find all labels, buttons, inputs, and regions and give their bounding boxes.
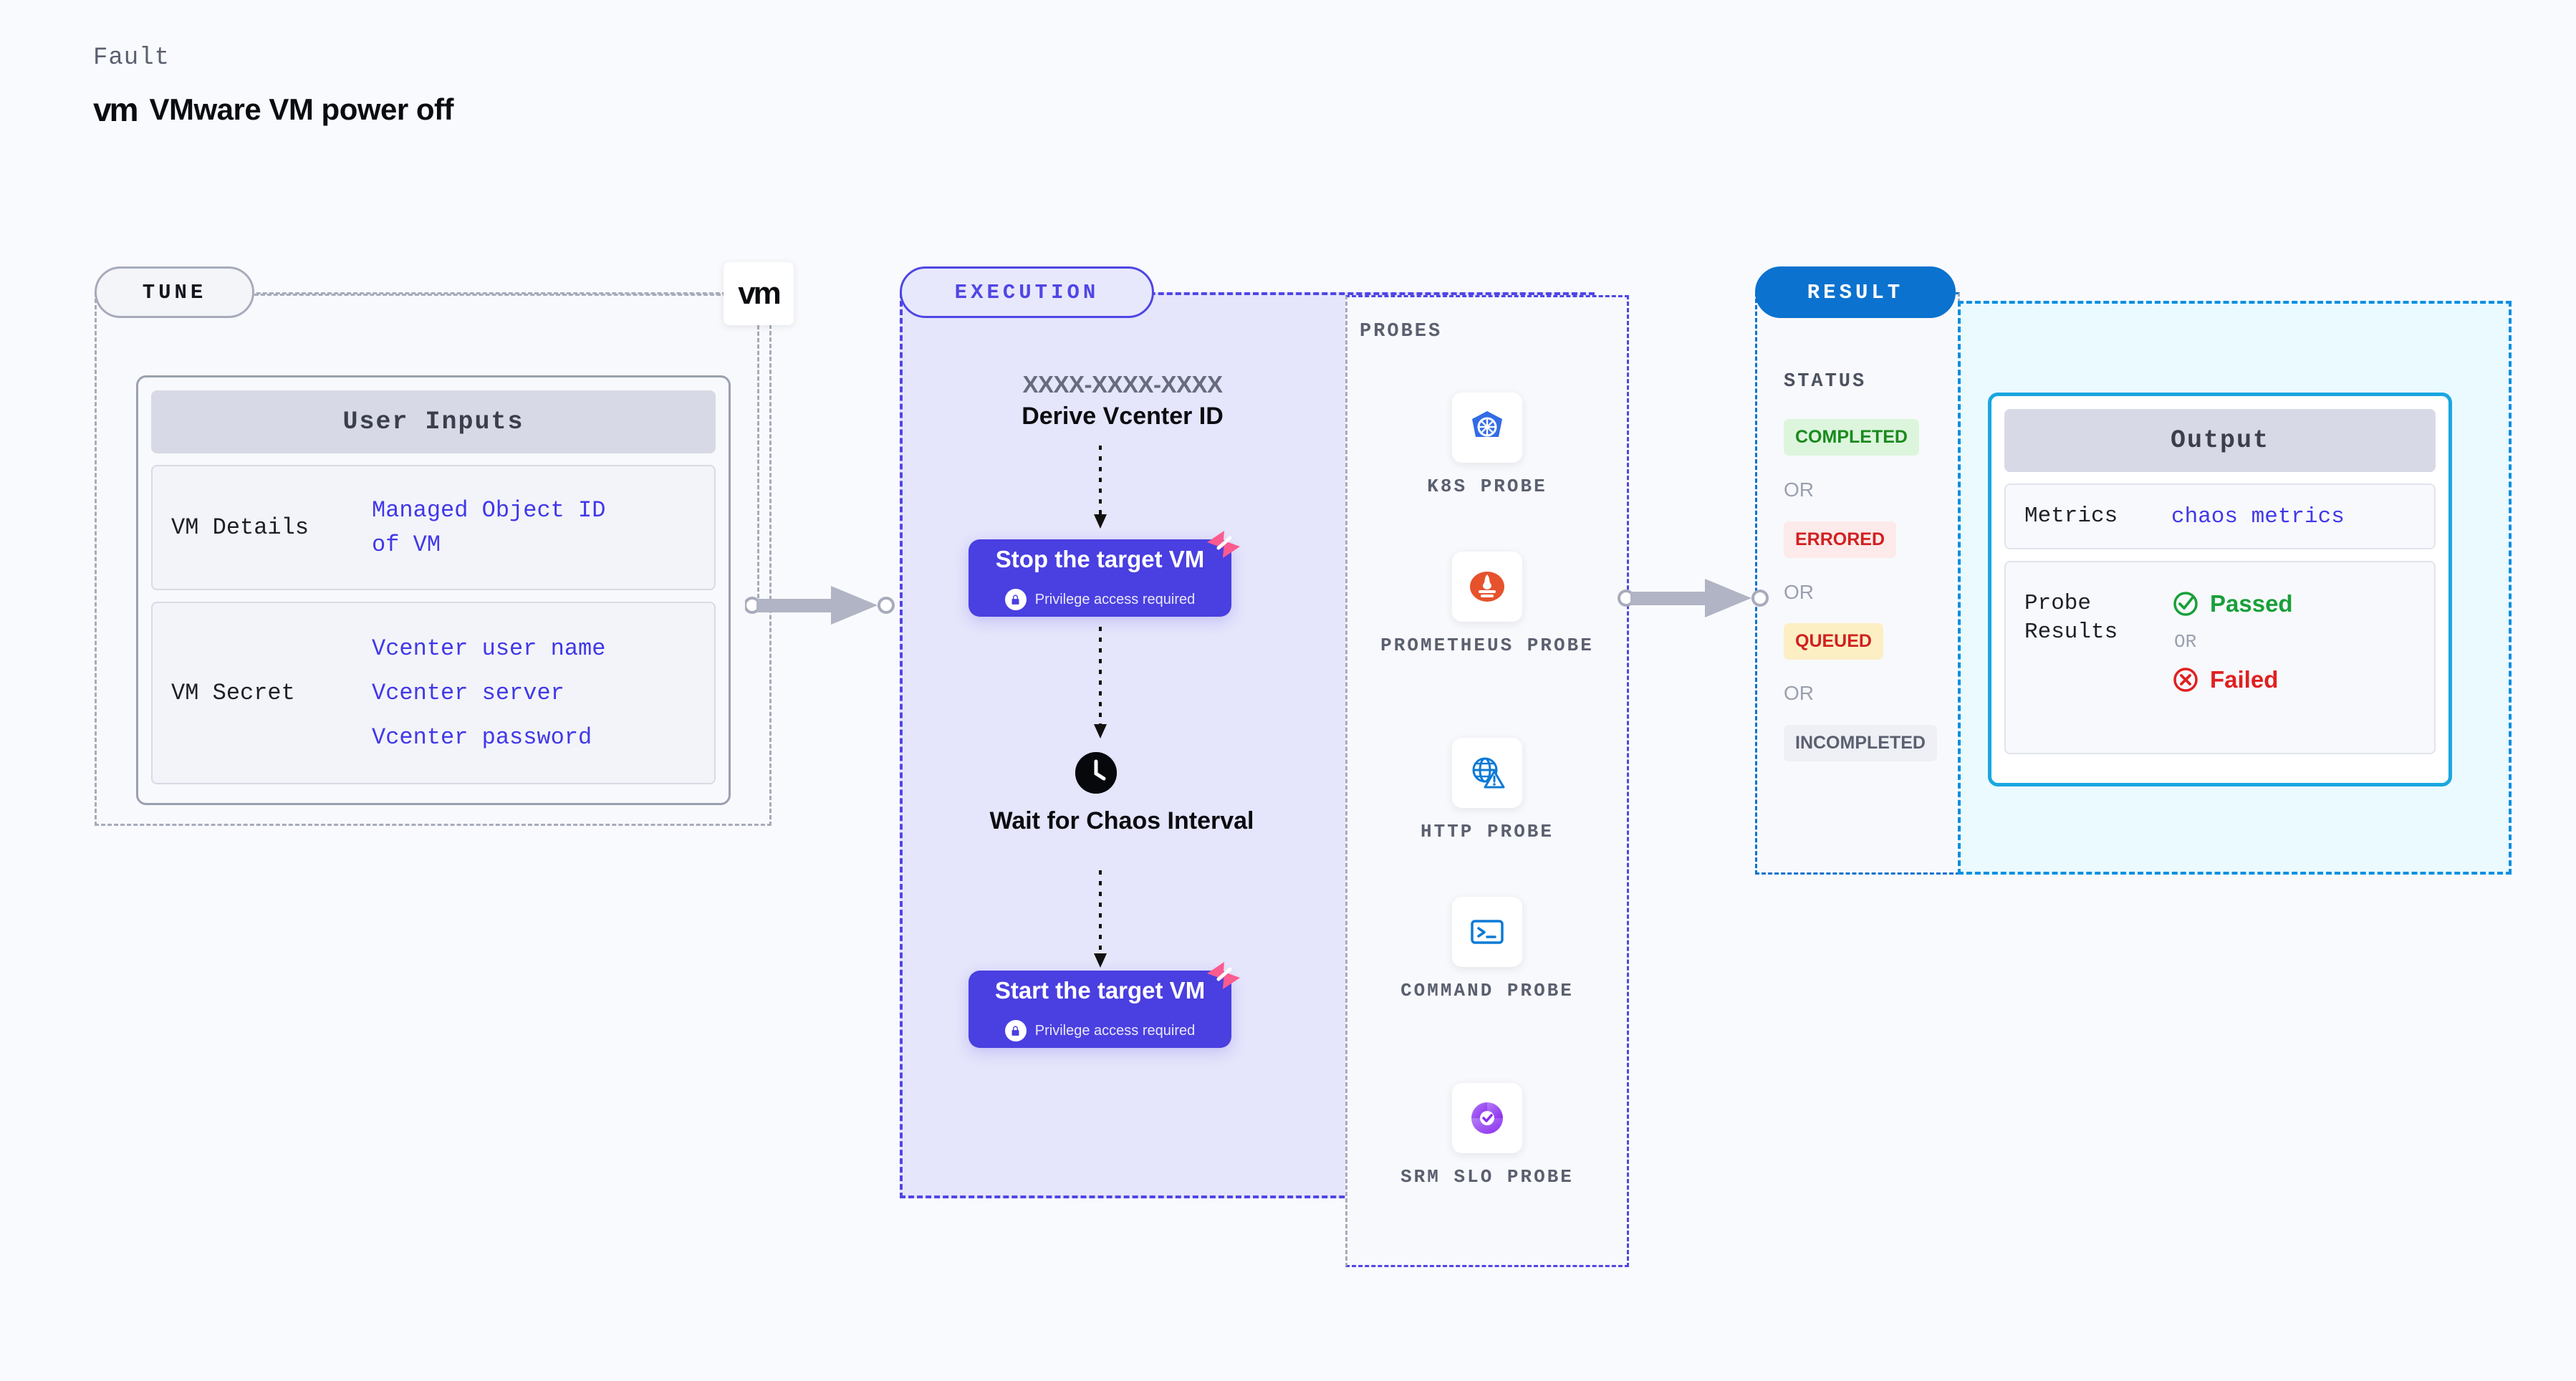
terminal-icon [1452,897,1522,967]
status-badge-completed: COMPLETED [1784,419,1919,456]
user-inputs-card: User Inputs VM Details Managed Object ID… [136,375,731,805]
vm-details-value-line2: of VM [372,531,441,558]
page-title: VMware VM power off [149,92,454,126]
output-card: Output Metrics chaos metrics Probe Resul… [1988,393,2452,786]
result-stage-pill[interactable]: RESULT [1755,266,1956,318]
tune-connector-line [254,294,727,296]
probes-label: PROBES [1360,321,1443,342]
vm-details-row: VM Details Managed Object ID of VM [151,465,716,590]
probe-result-passed-label: Passed [2210,590,2293,617]
arrow-derive-to-stop [1094,446,1107,529]
execution-stage-pill[interactable]: EXECUTION [900,266,1154,318]
vm-secret-value-password: Vcenter password [372,723,592,751]
start-target-vm-title: Start the target VM [994,977,1206,1004]
vm-secret-key: VM Secret [171,679,295,706]
page-header: Fault vm VMware VM power off [93,44,454,129]
vm-secret-value-username: Vcenter user name [372,635,606,662]
derive-vcenter-id-value: XXXX-XXXX-XXXX [1022,371,1223,398]
status-or-1: OR [1784,478,1814,501]
tune-stage-pill[interactable]: TUNE [95,266,254,318]
wait-for-chaos-interval-label: Wait for Chaos Interval [989,807,1254,834]
x-circle-icon [2173,668,2198,692]
probe-result-or: OR [2174,631,2197,653]
vm-secret-values: Vcenter user name Vcenter server Vcenter… [372,635,605,752]
user-inputs-header: User Inputs [151,390,716,453]
stop-target-vm-title: Stop the target VM [995,546,1205,572]
status-or-3: OR [1784,682,1814,704]
start-target-vm-card[interactable]: Start the target VM Privilege access req… [969,962,1240,1048]
vmware-badge-icon: vm [724,262,794,325]
status-badge-errored: ERRORED [1784,521,1897,558]
status-label: STATUS [1784,371,1867,393]
vm-details-key: VM Details [171,514,309,541]
lock-icon [1004,589,1027,610]
vmware-logo-icon: vm [93,91,139,128]
stop-privilege-text: Privilege access required [1034,591,1196,607]
vm-secret-value-server: Vcenter server [372,679,564,706]
clock-icon [1075,752,1117,794]
prometheus-icon [1452,552,1522,622]
litmus-chaos-icon [1207,531,1240,558]
kubernetes-icon [1452,393,1522,463]
probe-result-failed: Failed [2171,665,2293,694]
probe-results-row: Probe Results Passed OR Failed [2004,561,2436,754]
probe-k8s-label: K8S PROBE [1427,476,1547,497]
execution-to-result-arrow [1618,579,1769,617]
probe-k8s[interactable]: K8S PROBE [1345,393,1629,499]
probe-result-passed: Passed [2171,590,2293,618]
status-badge-incompleted: INCOMPLETED [1784,725,1937,761]
probe-prometheus-label: PROMETHEUS PROBE [1380,635,1594,656]
status-badge-queued: QUEUED [1784,623,1883,660]
check-circle-icon [2173,592,2198,616]
srm-slo-icon [1452,1083,1522,1153]
title-row: vm VMware VM power off [93,90,454,129]
vm-secret-row: VM Secret Vcenter user name Vcenter serv… [151,602,716,784]
probe-command[interactable]: COMMAND PROBE [1345,897,1629,1004]
tune-to-execution-arrow [745,586,895,625]
probe-command-label: COMMAND PROBE [1400,980,1574,1001]
arrow-stop-to-wait [1094,627,1107,738]
status-or-2: OR [1784,581,1814,603]
probe-result-failed-label: Failed [2210,666,2279,693]
vm-details-values: Managed Object ID of VM [372,496,605,559]
result-status-column [1755,292,1960,875]
probe-srm-slo[interactable]: SRM SLO PROBE [1345,1083,1629,1190]
probe-results-values: Passed OR Failed [2171,590,2293,694]
probe-results-key: Probe Results [2024,591,2118,645]
start-privilege-note: Privilege access required [1004,1020,1196,1041]
probe-srm-slo-label: SRM SLO PROBE [1400,1166,1574,1188]
stop-privilege-note: Privilege access required [1004,589,1196,610]
http-globe-warning-icon [1452,738,1522,808]
start-privilege-text: Privilege access required [1034,1022,1196,1039]
probe-http[interactable]: HTTP PROBE [1345,738,1629,845]
derive-vcenter-id-label: Derive Vcenter ID [1022,403,1224,430]
litmus-chaos-icon [1207,962,1240,989]
lock-icon [1004,1020,1027,1041]
metrics-key: Metrics [2024,503,2118,529]
output-header: Output [2004,409,2436,472]
stop-target-vm-card[interactable]: Stop the target VM Privilege access requ… [969,531,1240,617]
vm-details-value-line1: Managed Object ID [372,496,606,524]
arrow-wait-to-start [1094,870,1107,968]
probe-prometheus[interactable]: PROMETHEUS PROBE [1345,552,1629,658]
metrics-value: chaos metrics [2171,504,2345,529]
fault-kicker: Fault [93,44,170,72]
probe-http-label: HTTP PROBE [1420,821,1554,842]
metrics-row: Metrics chaos metrics [2004,483,2436,549]
vm-badge-connector-line [757,325,759,605]
